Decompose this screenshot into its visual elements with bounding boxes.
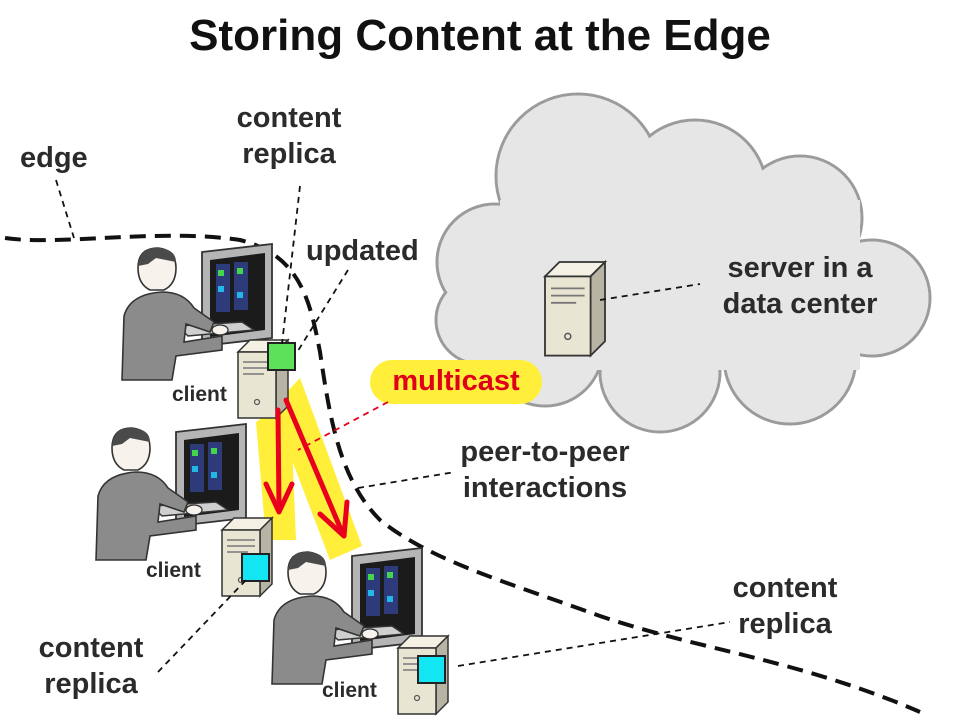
datacenter-server-icon: [544, 261, 606, 357]
multicast-highlight: [256, 360, 542, 560]
replica-marker-middle: [241, 553, 270, 582]
content-replica-left-line2: replica: [44, 668, 138, 701]
server-label-line1: server in a: [727, 252, 873, 284]
peer-to-peer-line2: interactions: [462, 472, 628, 505]
content-replica-right-line2: replica: [738, 608, 832, 641]
server-label-line2: data center: [722, 288, 878, 321]
page-title: Storing Content at the Edge: [189, 11, 771, 60]
content-replica-top-line1: content: [236, 102, 342, 134]
content-replica-left-line1: content: [38, 632, 144, 664]
leader-lines: [55, 179, 731, 673]
content-replica-top-label: content replica: [214, 100, 364, 173]
peer-to-peer-line1: peer-to-peer: [460, 436, 630, 468]
client-middle-label: client: [146, 559, 201, 582]
server-datacenter-label: server in a data center: [700, 250, 900, 323]
replica-marker-bottom: [417, 655, 446, 684]
content-replica-top-line2: replica: [242, 138, 336, 171]
peer-to-peer-label: peer-to-peer interactions: [440, 434, 650, 507]
multicast-label: multicast: [392, 365, 520, 397]
updated-label: updated: [306, 235, 419, 267]
content-replica-right-line1: content: [732, 572, 838, 604]
multicast-leader-line: [297, 401, 389, 451]
content-replica-left-label: content replica: [16, 630, 166, 703]
multicast-arrows: [263, 397, 350, 539]
client-bottom-label: client: [322, 679, 377, 702]
content-replica-right-label: content replica: [710, 570, 860, 643]
client-top-label: client: [172, 383, 227, 406]
updated-replica-marker: [267, 342, 296, 371]
edge-label: edge: [20, 142, 88, 174]
